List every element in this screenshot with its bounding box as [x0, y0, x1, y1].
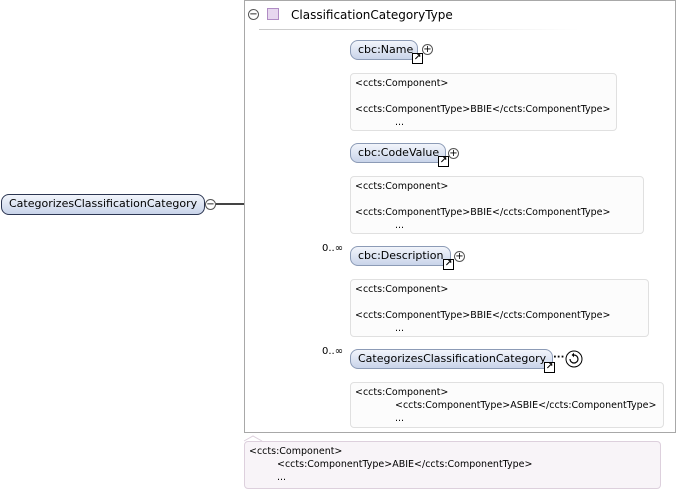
occurrence-description: 0..∞	[322, 243, 344, 254]
recursion-icon[interactable]	[565, 350, 583, 372]
element-cbc-description[interactable]: cbc:Description	[350, 246, 451, 266]
type-title: ClassificationCategoryType	[291, 8, 453, 22]
root-element[interactable]: CategorizesClassificationCategory	[1, 194, 206, 215]
element-categorizes-classification-category[interactable]: CategorizesClassificationCategory	[350, 349, 553, 369]
root-annotation: <ccts:Component> <ccts:ComponentType>ABI…	[244, 441, 661, 489]
annotation-description: <ccts:Component> <ccts:ComponentType>BBI…	[350, 279, 649, 337]
complex-type-icon	[267, 8, 279, 20]
annotation-name: <ccts:Component> <ccts:ComponentType>BBI…	[350, 73, 617, 131]
occurrence-recursive: 0..∞	[322, 346, 344, 357]
type-header: − ClassificationCategoryType	[245, 1, 675, 31]
annotation-codevalue: <ccts:Component> <ccts:ComponentType>BBI…	[350, 176, 644, 234]
header-divider	[259, 29, 579, 30]
reference-arrow-icon: ↗	[412, 53, 423, 64]
annotation-recursive: <ccts:Component> <ccts:ComponentType>ASB…	[350, 382, 664, 428]
type-collapse-toggle[interactable]: −	[248, 9, 259, 20]
root-collapse-toggle[interactable]: −	[205, 199, 216, 210]
element-cbc-name[interactable]: cbc:Name	[350, 40, 418, 60]
reference-arrow-icon: ↗	[544, 362, 555, 373]
expand-toggle-description[interactable]: +	[454, 251, 465, 262]
reference-arrow-icon: ↗	[443, 259, 454, 270]
expand-toggle-codevalue[interactable]: +	[448, 148, 459, 159]
root-element-label: CategorizesClassificationCategory	[9, 197, 198, 210]
expand-toggle-name[interactable]: +	[422, 44, 433, 55]
reference-arrow-icon: ↗	[438, 156, 449, 167]
element-cbc-codevalue[interactable]: cbc:CodeValue	[350, 143, 446, 163]
ellipsis-connector: ···	[553, 352, 565, 363]
